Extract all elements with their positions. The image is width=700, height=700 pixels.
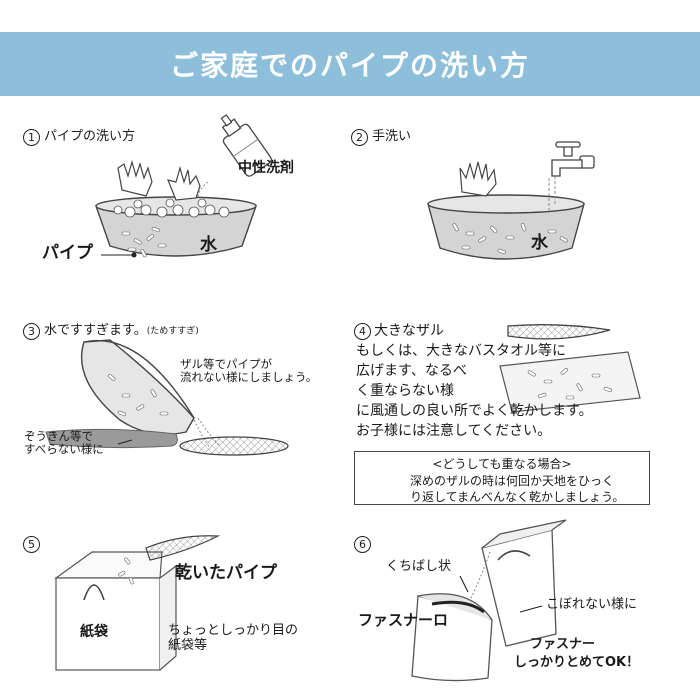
step4-line: お子様には注意してください。 bbox=[356, 423, 552, 439]
step4-line: 大きなザル bbox=[374, 323, 444, 339]
step3-towel bbox=[45, 428, 178, 449]
colander-icon bbox=[145, 535, 221, 561]
step4-heading: 4 bbox=[354, 322, 375, 340]
step4-tip-line: り返してまんべんなく乾かしましょう。 bbox=[410, 490, 625, 504]
step3-number: 3 bbox=[23, 323, 40, 340]
hand-icon bbox=[459, 161, 497, 197]
step2-water-label: 水 bbox=[531, 233, 548, 253]
title-banner: ご家庭でのパイプの洗い方 bbox=[0, 32, 700, 96]
step4-body: もしくは、大きなバスタオル等に 広げます、なるべ く重ならない様 に風通しの良い… bbox=[356, 341, 593, 441]
step3-towel-line: ぞうきん等で bbox=[24, 429, 93, 443]
step4-tip-line: 深めのザルの時は何回か天地をひっく bbox=[410, 474, 615, 488]
step3-note-line: 流れない様にしましょう。 bbox=[180, 370, 318, 385]
step6-close-line: しっかりとめてOK！ bbox=[514, 655, 640, 670]
step4-line: に風通しの良い所でよく乾かします。 bbox=[356, 403, 593, 419]
step4-body: 大きなザル bbox=[374, 321, 444, 341]
step3-note-line: ザル等でパイプが bbox=[180, 357, 272, 371]
detergent-bottle-icon bbox=[197, 114, 272, 197]
falling-pipes bbox=[118, 557, 134, 585]
pointer-lines bbox=[101, 254, 543, 613]
step5-bag-note: ちょっとしっかり目の 紙袋等 bbox=[168, 623, 299, 654]
step5-bag-note-line: ちょっとしっかり目の bbox=[168, 623, 299, 638]
step1-number: 1 bbox=[23, 129, 40, 146]
paper-bag-icon bbox=[54, 551, 177, 671]
step1-pipe-label: パイプ bbox=[42, 243, 93, 263]
pointer-dot bbox=[131, 252, 137, 258]
step2-label: 手洗い bbox=[372, 129, 412, 145]
step4-line: く重ならない様 bbox=[356, 383, 454, 399]
step4-line: 広げます、なるべ bbox=[356, 363, 467, 379]
step4-towel bbox=[499, 351, 641, 413]
step6-beak-label: くちばし状 bbox=[386, 559, 452, 574]
step6-fastener-label: ファスナーロ bbox=[358, 611, 449, 629]
step1-detergent-label: 中性洗剤 bbox=[238, 160, 294, 176]
faucet-icon bbox=[548, 141, 595, 210]
step1-label: パイプの洗い方 bbox=[44, 129, 136, 145]
step4-tip-box: <どうしても重なる場合> 深めのザルの時は何回か天地をひっく り返してまんべんな… bbox=[354, 451, 650, 505]
step2-basin bbox=[427, 194, 585, 260]
step4-tip-title: <どうしても重なる場合> bbox=[432, 457, 572, 471]
step5-heading: 5 bbox=[23, 535, 44, 553]
step5-dried-label: 乾いたパイプ bbox=[175, 563, 277, 583]
step6-heading: 6 bbox=[354, 535, 375, 553]
step5-bag-note-line: 紙袋等 bbox=[168, 637, 208, 653]
step6-nospill-label: こぼれない様に bbox=[546, 597, 638, 612]
zipper-bag-icon bbox=[411, 593, 493, 682]
step5-number: 5 bbox=[23, 536, 40, 553]
step3-sub: (ためすすぎ) bbox=[146, 326, 199, 337]
step6-close-note: ファスナー しっかりとめてOK！ bbox=[514, 636, 639, 672]
step4-line: もしくは、大きなバスタオル等に bbox=[356, 343, 566, 359]
step3-towel-line: すべらない様に bbox=[24, 442, 104, 457]
colander-icon bbox=[507, 324, 611, 340]
step5-bag-label: 紙袋 bbox=[80, 624, 108, 640]
page-title: ご家庭でのパイプの洗い方 bbox=[169, 49, 530, 82]
step6-close-line: ファスナー bbox=[530, 637, 596, 652]
colander-icon bbox=[179, 436, 289, 456]
step3-note: ザル等でパイプが 流れない様にしましょう。 bbox=[180, 357, 318, 385]
step1-water-label: 水 bbox=[200, 235, 217, 255]
paper-bag-icon bbox=[469, 519, 567, 647]
step6-number: 6 bbox=[354, 536, 371, 553]
step3-label: 水ですすぎます。 bbox=[44, 323, 147, 339]
step4-number: 4 bbox=[354, 323, 371, 340]
step3-towel-note: ぞうきん等で すべらない様に bbox=[24, 429, 104, 457]
step1-basin bbox=[95, 196, 257, 258]
step2-number: 2 bbox=[351, 129, 368, 146]
hand-icon bbox=[117, 159, 201, 201]
